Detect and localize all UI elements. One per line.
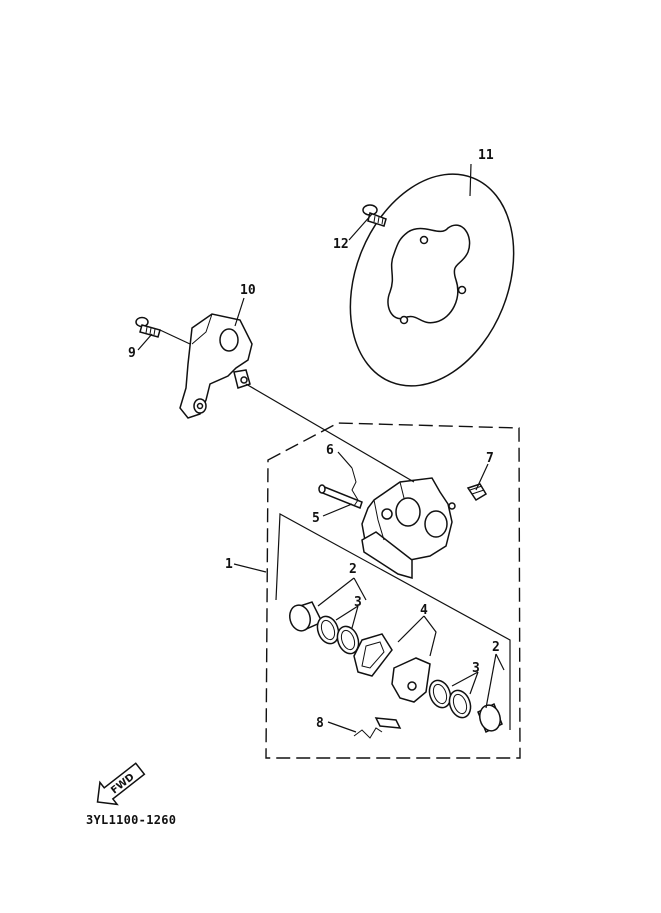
caliper-pin [318, 484, 363, 509]
brake-disc [349, 173, 515, 387]
retaining-clip [351, 467, 359, 507]
callout-4: 4 [420, 603, 428, 618]
callout-2-left: 2 [349, 562, 357, 577]
caliper-bracket [179, 313, 253, 419]
callout-8: 8 [316, 716, 324, 731]
callout-10: 10 [240, 283, 256, 298]
disc-bolt [362, 204, 387, 227]
callout-12: 12 [333, 237, 349, 252]
callout-6: 6 [326, 443, 334, 458]
piston-seals-left [316, 615, 360, 655]
callout-3-right: 3 [472, 661, 480, 676]
diagram-code: 3YL1100-1260 [86, 813, 177, 827]
callout-1: 1 [225, 557, 233, 572]
callout-9: 9 [128, 346, 136, 361]
callout-7: 7 [486, 451, 494, 466]
caliper-body [361, 477, 456, 579]
pad-spring [353, 717, 402, 739]
piston-right [477, 702, 503, 734]
callout-11: 11 [478, 148, 494, 163]
callout-5: 5 [312, 511, 320, 526]
piston-seals-right [428, 679, 472, 719]
bracket-bolt [135, 316, 161, 338]
callout-3-left: 3 [354, 595, 362, 610]
bleed-screw [466, 483, 488, 502]
fwd-arrow-icon: FWD [96, 762, 146, 806]
leader-lines [137, 163, 511, 733]
brake-pads [353, 633, 431, 703]
callout-2-right: 2 [492, 640, 500, 655]
assembly-boundary [265, 422, 521, 759]
